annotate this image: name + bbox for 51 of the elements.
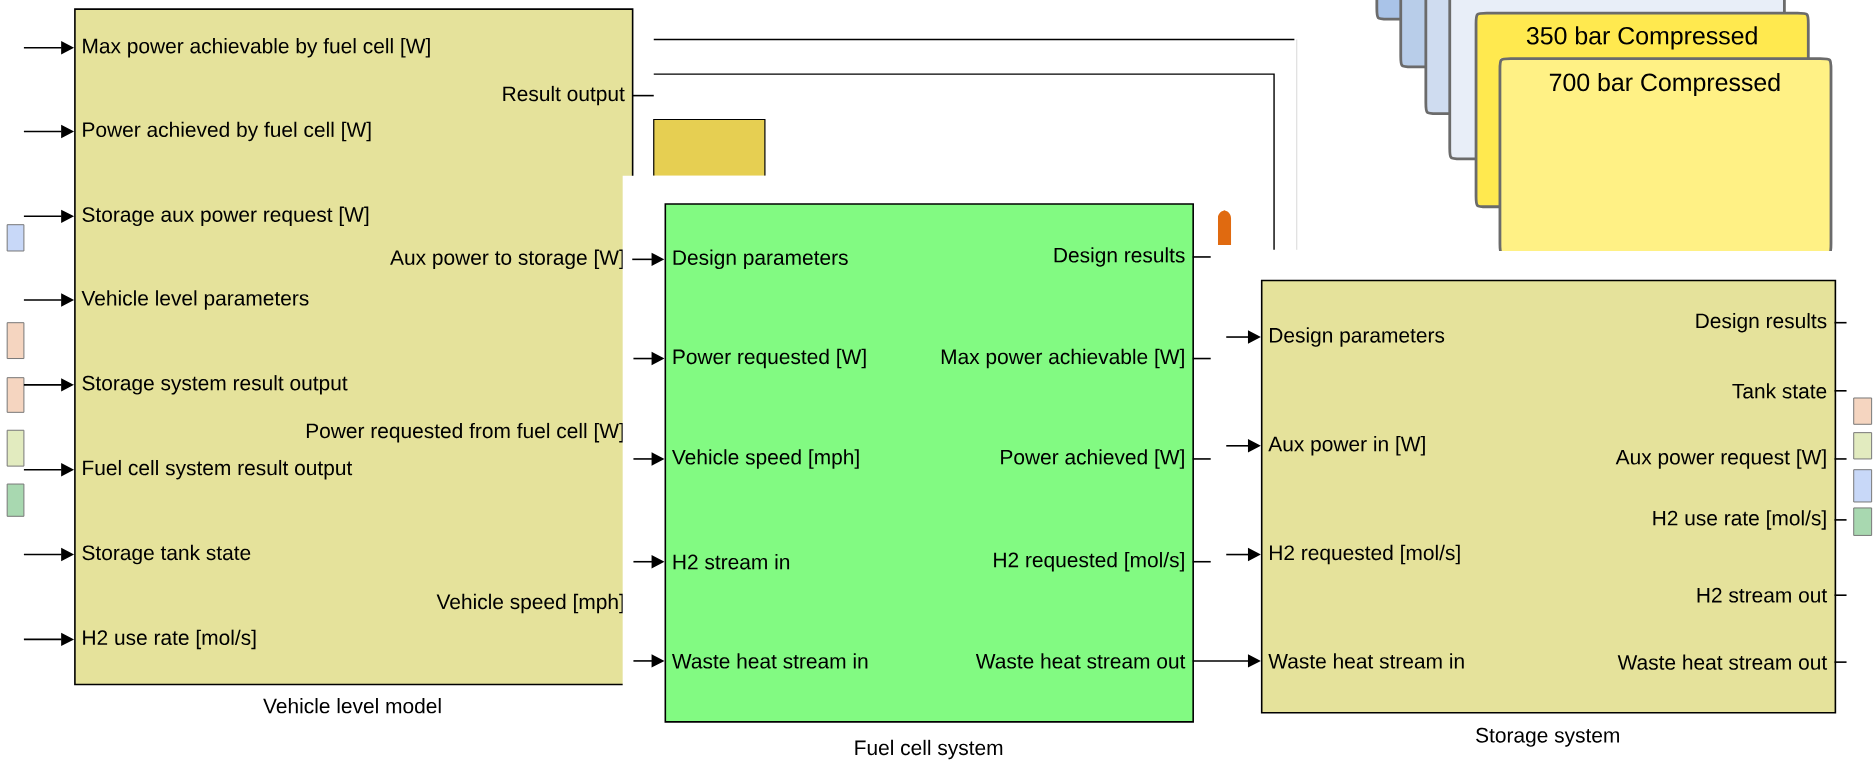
port-label: Storage tank state (82, 544, 251, 565)
port-label: Max power achievable by fuel cell [W] (83, 38, 430, 58)
port-label: Aux power in [W] (1268, 436, 1425, 456)
port-label: Vehicle level parameters (81, 290, 309, 310)
port-label: Design parameters (673, 249, 848, 270)
port-label: H2 use rate [mol/s] (1653, 510, 1826, 530)
port-label: Aux power request [W] (1615, 449, 1826, 469)
port-label: Waste heat stream out (1617, 654, 1828, 670)
card: 700 bar Compressed (1498, 57, 1833, 257)
port-label: H2 stream in (673, 554, 790, 570)
port-label: Storage aux power request [W] (82, 206, 369, 227)
port-label: Power achieved by fuel cell [W] (83, 121, 371, 142)
port-label: Storage system result output (82, 375, 348, 395)
card (1424, 0, 1450, 116)
signal-line (1833, 594, 1848, 597)
port-label: H2 requested [mol/s] (994, 552, 1184, 572)
signal-line (1192, 458, 1212, 460)
signal-line (1833, 458, 1848, 460)
signal-line (631, 94, 655, 97)
signal-line (1833, 519, 1848, 521)
port-label: Waste heat stream in (1268, 653, 1464, 669)
port-label: Max power achievable [W] (941, 348, 1184, 369)
signal-line (1833, 390, 1848, 392)
port-label: Design parameters (1270, 327, 1445, 347)
signal-line (1833, 661, 1848, 664)
port-label: H2 use rate [mol/s] (83, 629, 256, 650)
port-label: Power requested from fuel cell [W] (306, 423, 624, 443)
port-label: Result output (503, 86, 625, 106)
port-label: Waste heat stream in (672, 653, 868, 669)
port-label: Waste heat stream out (975, 653, 1186, 669)
card (1399, 0, 1426, 69)
signal-line (1192, 561, 1212, 563)
port-label: Vehicle speed [mph] (436, 593, 624, 614)
block-caption: Fuel cell system (855, 739, 1003, 760)
port-label: Power requested [W] (673, 348, 866, 369)
block-caption: Storage system (1476, 728, 1619, 747)
port-label: Aux power to storage [W] (390, 249, 624, 270)
signal-line (1833, 322, 1848, 324)
port-label: H2 stream out (1697, 587, 1828, 603)
port-label: Design results (1054, 247, 1185, 267)
port-label: Vehicle speed [mph] (672, 449, 859, 469)
block-caption: Vehicle level model (263, 698, 441, 714)
clipped-block (653, 119, 766, 177)
port-label: Design results (1696, 313, 1827, 333)
signal-line (1192, 357, 1212, 360)
card (1375, 0, 1401, 21)
signal-line (1192, 256, 1212, 258)
port-label: Power achieved [W] (1001, 449, 1184, 469)
port-label: Tank state (1732, 383, 1827, 399)
port-label: Fuel cell system result output (83, 460, 353, 480)
port-label: H2 requested [mol/s] (1270, 544, 1460, 565)
